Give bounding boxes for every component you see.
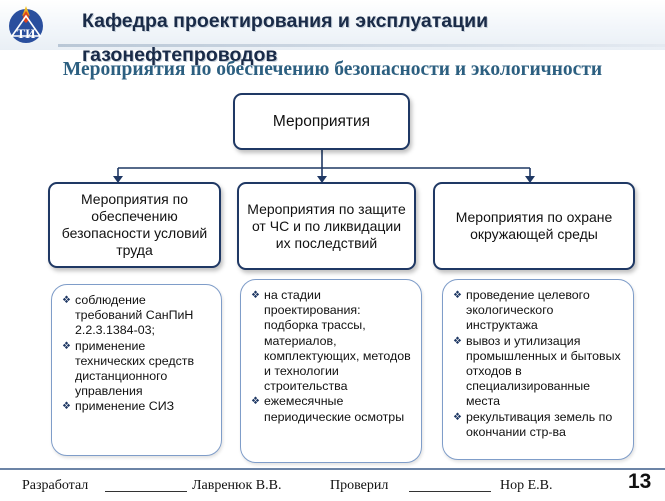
category-box-labor-safety: Мероприятия по обеспечению безопасности … (48, 182, 221, 268)
category-label: Мероприятия по защите от ЧС и по ликвида… (247, 200, 406, 251)
bullet-icon: ❖ (453, 335, 462, 347)
developer-name: Лавренюк В.В. (192, 478, 282, 493)
list-item-text: применение СИЗ (75, 399, 175, 414)
header-divider (58, 44, 665, 47)
list-item-text: вывоз и утилизация промышленных и бытовы… (466, 333, 621, 409)
bullet-icon: ❖ (453, 411, 462, 423)
header-bar: ТИ Кафедра проектирования и эксплуатации… (0, 0, 665, 66)
category-box-emergency: Мероприятия по защите от ЧС и по ликвида… (237, 182, 416, 270)
root-label: Мероприятия (272, 112, 371, 130)
category-label: Мероприятия по охране окружающей среды (455, 209, 613, 242)
list-item: ❖ применение СИЗ (62, 399, 215, 414)
signature-line (409, 491, 491, 492)
list-item-text: на стадии проектирования: подборка трасс… (264, 288, 411, 394)
checker-name: Нор Е.В. (500, 478, 553, 493)
detail-box-emergency: ❖ на стадии проектирования: подборка тра… (240, 279, 422, 463)
detail-box-labor-safety: ❖ соблюдение требований СанПиН 2.2.3.138… (51, 284, 222, 456)
bullet-icon: ❖ (62, 401, 71, 413)
list-item-text: рекультивация земель по окончании стр-ва (466, 409, 613, 439)
list-item-text: проведение целевого экологического инстр… (466, 288, 590, 333)
category-box-environment: Мероприятия по охране окружающей среды (433, 182, 635, 270)
university-emblem-icon: ТИ (9, 6, 43, 43)
developed-label: Разработал (22, 478, 89, 493)
list-item: ❖ соблюдение требований СанПиН 2.2.3.138… (62, 293, 215, 339)
bullet-icon: ❖ (62, 295, 71, 306)
svg-text:ТИ: ТИ (17, 26, 36, 41)
list-item-text: применение технических средств дистанцио… (75, 338, 195, 399)
list-item: ❖ проведение целевого экологического инс… (453, 288, 627, 334)
signature-line (105, 491, 187, 492)
bullet-icon: ❖ (251, 290, 260, 301)
bullet-icon: ❖ (453, 290, 462, 301)
list-item-text: ежемесячные периодические осмотры (264, 394, 405, 424)
bullet-icon: ❖ (62, 340, 71, 352)
root-box: Мероприятия (233, 93, 410, 150)
slide-title: Мероприятия по обеспечению безопасности … (62, 59, 603, 80)
bullet-icon: ❖ (251, 396, 260, 408)
list-item: ❖ рекультивация земель по окончании стр-… (453, 410, 627, 440)
checked-label: Проверил (330, 478, 389, 493)
footer-divider (0, 468, 665, 470)
list-item: ❖ ежемесячные периодические осмотры (251, 394, 415, 424)
page-number: 13 (628, 470, 652, 493)
list-item: ❖ применение технических средств дистанц… (62, 339, 215, 400)
detail-box-environment: ❖ проведение целевого экологического инс… (442, 279, 634, 460)
department-title: Кафедра проектирования и эксплуатации га… (82, 10, 489, 66)
list-item: ❖ вывоз и утилизация промышленных и быто… (453, 334, 627, 410)
category-label: Мероприятия по обеспечению безопасности … (61, 191, 208, 258)
list-item: ❖ на стадии проектирования: подборка тра… (251, 288, 415, 394)
list-item-text: соблюдение требований СанПиН 2.2.3.1384-… (75, 293, 194, 338)
